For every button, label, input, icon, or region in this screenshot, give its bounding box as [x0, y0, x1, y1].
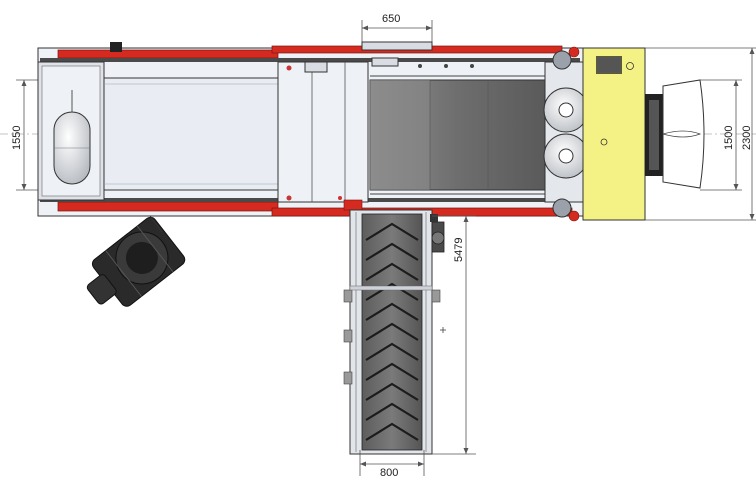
main-sorting-belt: [369, 75, 546, 195]
roller-drums: [543, 46, 590, 222]
dimension-label-conveyor-width: 800: [380, 467, 398, 479]
dimension-label-right-inner: 1500: [723, 126, 735, 150]
discharge-chute: [645, 79, 705, 189]
dimension-label-left: 1550: [11, 126, 23, 150]
gas-tank: [53, 90, 91, 185]
blower-fan: [86, 216, 186, 307]
dimension-left-1550: 1550: [11, 79, 40, 191]
dimension-conveyor-5479: 5479: [432, 215, 476, 455]
dimension-label-conveyor-length: 5479: [453, 238, 465, 262]
dimension-label-right-outer: 2300: [741, 126, 753, 150]
middle-frame-section: [277, 57, 474, 203]
left-feed-belt: [103, 77, 279, 191]
dimension-label-top: 650: [382, 13, 400, 25]
hopper-box: [582, 47, 646, 221]
dimension-right-2300: 2300: [645, 47, 756, 221]
dimension-conveyor-800: 800: [359, 450, 425, 479]
cross-conveyor: [343, 199, 445, 455]
dimension-top-650: 650: [361, 13, 433, 46]
dimension-right-1500: 1500: [700, 79, 742, 191]
